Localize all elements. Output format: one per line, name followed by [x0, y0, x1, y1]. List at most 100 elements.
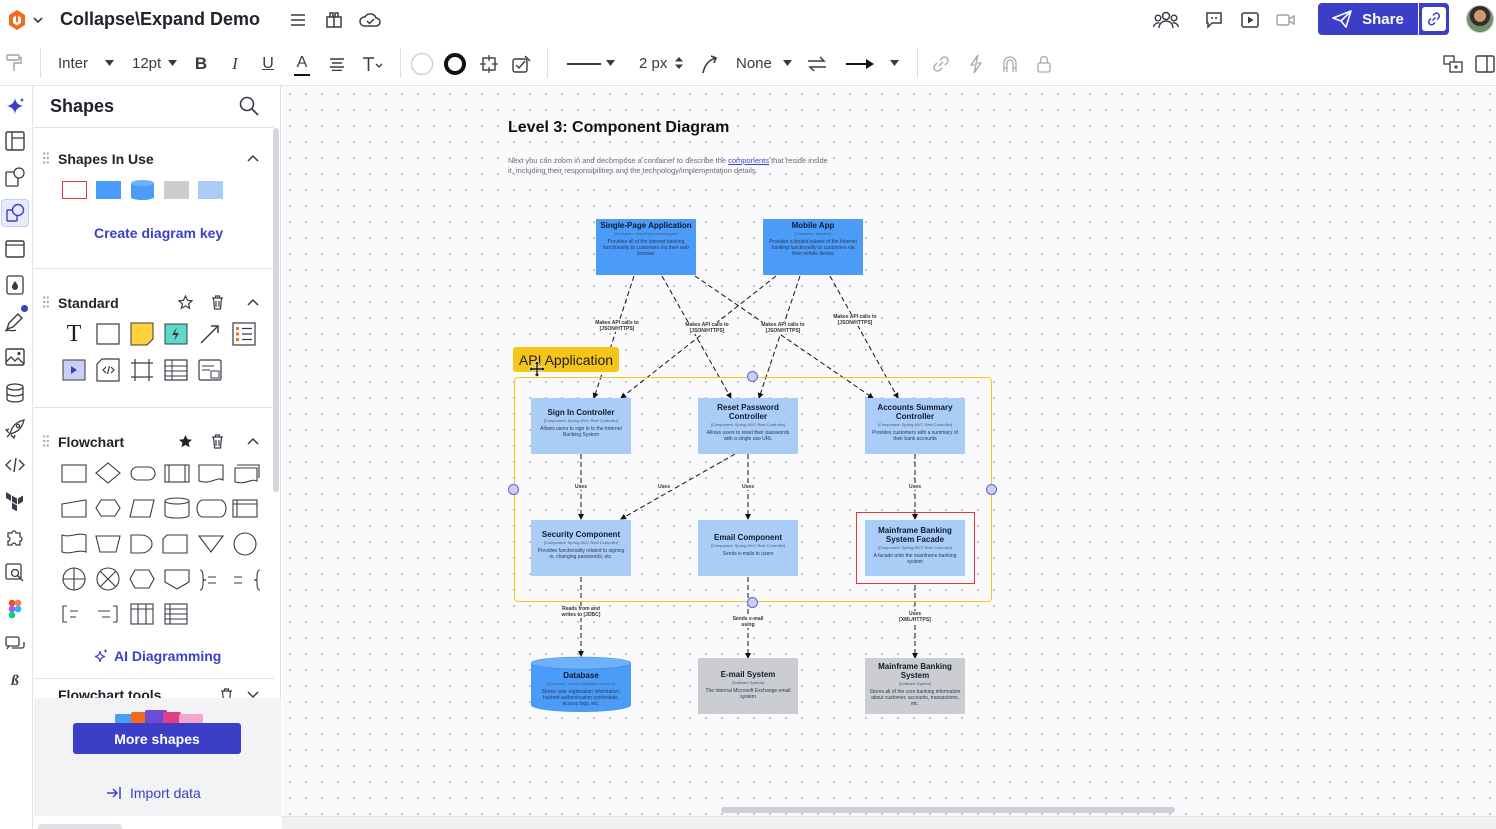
horizontal-scrollbar[interactable] [721, 807, 1175, 813]
edge-label-sends[interactable]: Sends e-mail using [728, 616, 768, 628]
decision-shape[interactable] [95, 462, 121, 484]
arrow-end-icon[interactable] [845, 56, 877, 72]
node-security-component[interactable]: Security Component[Component: Spring MVC… [531, 520, 631, 576]
shapes-tab-active[interactable] [1, 199, 29, 227]
node-sign-in-controller[interactable]: Sign In Controller[Component: Spring MVC… [531, 398, 631, 454]
drag-handle-icon[interactable] [42, 295, 50, 309]
node-email-system[interactable]: E-mail System[Software System]The intern… [698, 658, 798, 714]
menu-icon[interactable] [288, 10, 308, 30]
present-icon[interactable] [1239, 9, 1261, 31]
internal-storage-shape[interactable] [232, 499, 258, 518]
diagram-title[interactable]: Level 3: Component Diagram [508, 119, 730, 136]
create-diagram-key-link[interactable]: Create diagram key [94, 225, 224, 241]
font-size-dropdown-icon[interactable] [166, 56, 178, 70]
arrow-end-dropdown-icon[interactable] [888, 56, 900, 70]
card-flow-shape[interactable] [162, 534, 188, 554]
video-shape[interactable] [61, 357, 87, 383]
video-call-icon[interactable] [1275, 9, 1297, 31]
sticky-note-shape[interactable] [129, 321, 155, 347]
database-icon[interactable] [3, 381, 27, 405]
node-single-page-app[interactable]: Single-Page Application[Container: JavaS… [596, 219, 696, 275]
node-database[interactable]: Database[Container: Oracle Database Sche… [531, 670, 631, 710]
action-button-shape[interactable] [163, 321, 189, 347]
node-reset-password-controller[interactable]: Reset Password Controller[Component: Spr… [698, 398, 798, 454]
italic-icon[interactable]: I [232, 54, 238, 73]
frame-icon[interactable] [3, 237, 27, 261]
summing-junction-shape[interactable] [62, 567, 86, 591]
resize-handle-left[interactable] [508, 484, 519, 495]
align-icon[interactable] [328, 54, 346, 74]
beta-icon[interactable]: ß [11, 672, 19, 689]
predefined-process-shape[interactable] [164, 464, 190, 483]
edge-label-uses-2[interactable]: Uses [654, 484, 674, 490]
rectangle-shape[interactable] [95, 321, 121, 347]
font-dropdown-icon[interactable] [103, 56, 115, 70]
import-data-link[interactable]: Import data [106, 785, 201, 801]
node-email-component[interactable]: Email Component[Component: Spring MVC Re… [698, 520, 798, 576]
flowchart-tools-header[interactable]: Flowchart tools [34, 684, 274, 698]
avatar[interactable] [1466, 5, 1494, 33]
flowchart-shape-grid[interactable] [58, 459, 262, 627]
fill-color-icon[interactable] [410, 52, 434, 76]
shape-options-icon[interactable] [478, 53, 500, 75]
document-title[interactable]: Collapse\Expand Demo [60, 9, 261, 29]
chevron-down-icon[interactable] [247, 691, 259, 698]
lock-icon[interactable] [1033, 53, 1055, 75]
document-shape[interactable] [198, 464, 224, 483]
cloud-saved-icon[interactable] [358, 10, 382, 30]
chevron-up-icon[interactable] [246, 296, 260, 308]
node-mainframe-banking-system[interactable]: Mainframe Banking System[Software System… [865, 658, 965, 714]
star-outline-icon[interactable] [177, 294, 193, 310]
text-options-icon[interactable] [361, 53, 383, 75]
ai-diagramming-link[interactable]: AI Diagramming [93, 648, 221, 664]
trash-icon[interactable] [220, 688, 233, 698]
comments-icon[interactable] [1203, 9, 1225, 31]
tape-shape[interactable] [61, 533, 87, 554]
integrations-icon[interactable] [323, 10, 345, 30]
shape-in-use-cylinder[interactable] [130, 179, 155, 201]
stepper-icon[interactable] [674, 54, 684, 72]
edge-label-api-1[interactable]: Makes API calls to [JSON/HTTPS] [592, 320, 642, 332]
share-button[interactable]: Share [1318, 3, 1418, 35]
line-shape[interactable] [197, 321, 223, 347]
action-bolt-icon[interactable] [965, 53, 987, 75]
underline-icon[interactable]: U [262, 55, 274, 72]
magnet-icon[interactable] [999, 53, 1021, 75]
swap-arrows-icon[interactable] [806, 53, 828, 75]
line-width-select[interactable]: 2 px [639, 54, 668, 72]
arrow-start-dropdown-icon[interactable] [781, 56, 793, 70]
resize-handle-bottom[interactable] [747, 597, 758, 608]
code-icon[interactable] [3, 453, 27, 477]
format-painter-icon[interactable] [4, 52, 24, 74]
layers-icon[interactable] [1442, 53, 1464, 75]
edge-label-uses-3[interactable]: Uses [738, 484, 758, 490]
or-shape[interactable] [96, 567, 120, 591]
process-shape[interactable] [61, 464, 87, 483]
search-icon[interactable] [238, 95, 260, 117]
font-family-select[interactable]: Inter [58, 54, 89, 72]
shape-in-use-light-blue-rect[interactable] [198, 181, 223, 199]
chevron-down-icon[interactable] [31, 12, 45, 28]
right-panel-icon[interactable] [1474, 53, 1496, 75]
copy-link-button[interactable] [1419, 3, 1449, 35]
data-shape[interactable] [129, 499, 155, 518]
off-page-shape[interactable] [164, 569, 190, 590]
drag-handle-icon[interactable] [42, 434, 50, 448]
edge-label-uses-4[interactable]: Uses [905, 484, 925, 490]
puzzle-icon[interactable] [3, 525, 27, 549]
trash-icon[interactable] [209, 433, 225, 449]
draw-pen-icon[interactable] [3, 309, 27, 333]
insert-link-icon[interactable] [930, 53, 952, 75]
collaborators-icon[interactable] [1152, 9, 1180, 31]
edge-label-api-4[interactable]: Makes API calls to [JSON/HTTPS] [830, 314, 880, 326]
swimlane-horizontal-shape[interactable] [164, 603, 188, 625]
shape-in-use-blue-rect[interactable] [96, 181, 121, 199]
data-icon[interactable] [3, 273, 27, 297]
page-tab[interactable] [38, 824, 122, 829]
zoom-image-icon[interactable] [3, 561, 27, 585]
card-shape[interactable] [197, 357, 223, 383]
embed-shape[interactable] [95, 357, 121, 383]
image-icon[interactable] [3, 345, 27, 369]
ai-sparkle-icon[interactable] [3, 94, 27, 118]
shape-in-use-gray-rect[interactable] [164, 181, 189, 199]
